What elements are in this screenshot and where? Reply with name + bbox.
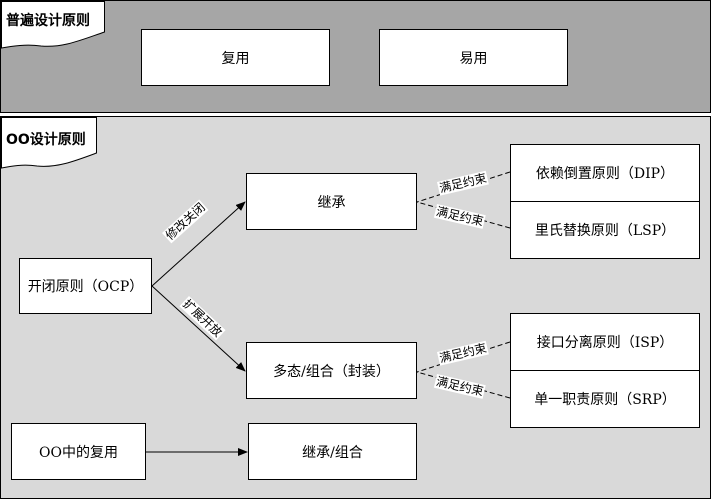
reuse-box: 复用: [141, 29, 330, 86]
general-principles-panel: 普遍设计原则 复用 易用: [0, 0, 711, 113]
general-principles-tag-shape: [1, 1, 105, 49]
ease-of-use-box: 易用: [379, 29, 568, 86]
ocp-box: 开闭原则（OCP）: [19, 258, 152, 314]
dip-box: 依赖倒置原则（DIP）: [510, 144, 700, 202]
lsp-box: 里氏替换原则（LSP）: [510, 201, 700, 259]
inheritance-box: 继承: [246, 173, 417, 230]
oo-principles-tag-shape: [1, 117, 97, 169]
oo-principles-title: OO设计原则: [6, 132, 86, 148]
polymorphism-composition-box: 多态/组合（封装）: [246, 342, 417, 399]
srp-box: 单一职责原则（SRP）: [510, 370, 700, 428]
oo-reuse-box: OO中的复用: [11, 423, 146, 480]
isp-box: 接口分离原则（ISP）: [510, 313, 700, 371]
general-principles-title: 普遍设计原则: [6, 13, 90, 29]
inheritance-composition-box: 继承/组合: [248, 423, 417, 480]
